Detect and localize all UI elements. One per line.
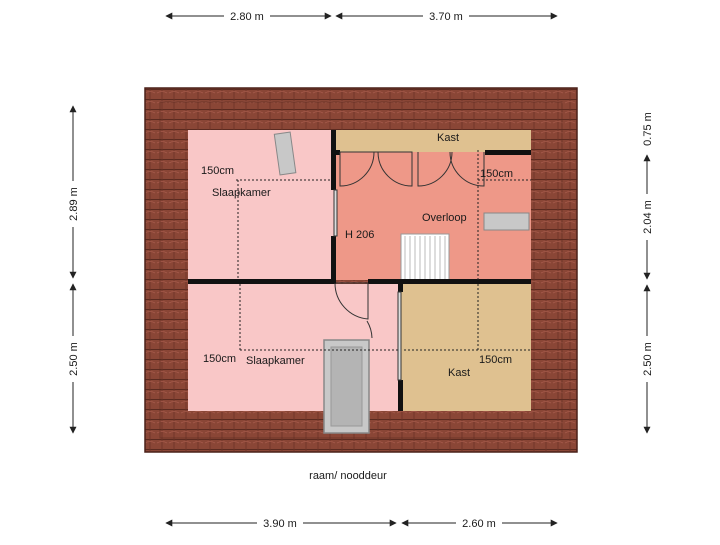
walls — [188, 130, 531, 411]
roof-window-landing — [483, 212, 530, 231]
label-ceiling-height: H 206 — [345, 229, 374, 241]
label-closet-top: Kast — [437, 132, 459, 144]
label-bedroom-bottom: Slaapkamer — [246, 355, 305, 367]
dim-left-2: 2.50 m — [68, 342, 80, 376]
dim-top-1: 2.80 m — [230, 11, 264, 23]
dim-top-2: 3.70 m — [429, 11, 463, 23]
roof-window-top — [273, 131, 297, 176]
staircase — [400, 233, 450, 282]
label-height-closet-bottom: 150cm — [479, 354, 512, 366]
doors — [333, 151, 485, 381]
caption: raam/ nooddeur — [309, 470, 387, 482]
room-closet-bottom — [400, 284, 531, 411]
dim-left-1: 2.89 m — [68, 187, 80, 221]
dim-right-2: 2.04 m — [642, 200, 654, 234]
room-bedroom-top — [188, 130, 335, 280]
dim-bottom-2: 2.60 m — [462, 518, 496, 530]
label-landing: Overloop — [422, 212, 467, 224]
roof-window-escape — [323, 339, 370, 434]
height-lines — [236, 150, 531, 351]
label-bedroom-top: Slaapkamer — [212, 187, 271, 199]
label-height-bedroom-top: 150cm — [201, 165, 234, 177]
dim-bottom-1: 3.90 m — [263, 518, 297, 530]
label-closet-bottom: Kast — [448, 367, 470, 379]
label-height-bedroom-bottom: 150cm — [203, 353, 236, 365]
dim-right-1: 0.75 m — [642, 112, 654, 146]
dim-right-3: 2.50 m — [642, 342, 654, 376]
room-closet-top — [335, 130, 531, 152]
label-height-landing: 150cm — [480, 168, 513, 180]
dimension-labels: 2.80 m 3.70 m 3.90 m 2.60 m 2.89 m 2.50 … — [66, 8, 655, 530]
